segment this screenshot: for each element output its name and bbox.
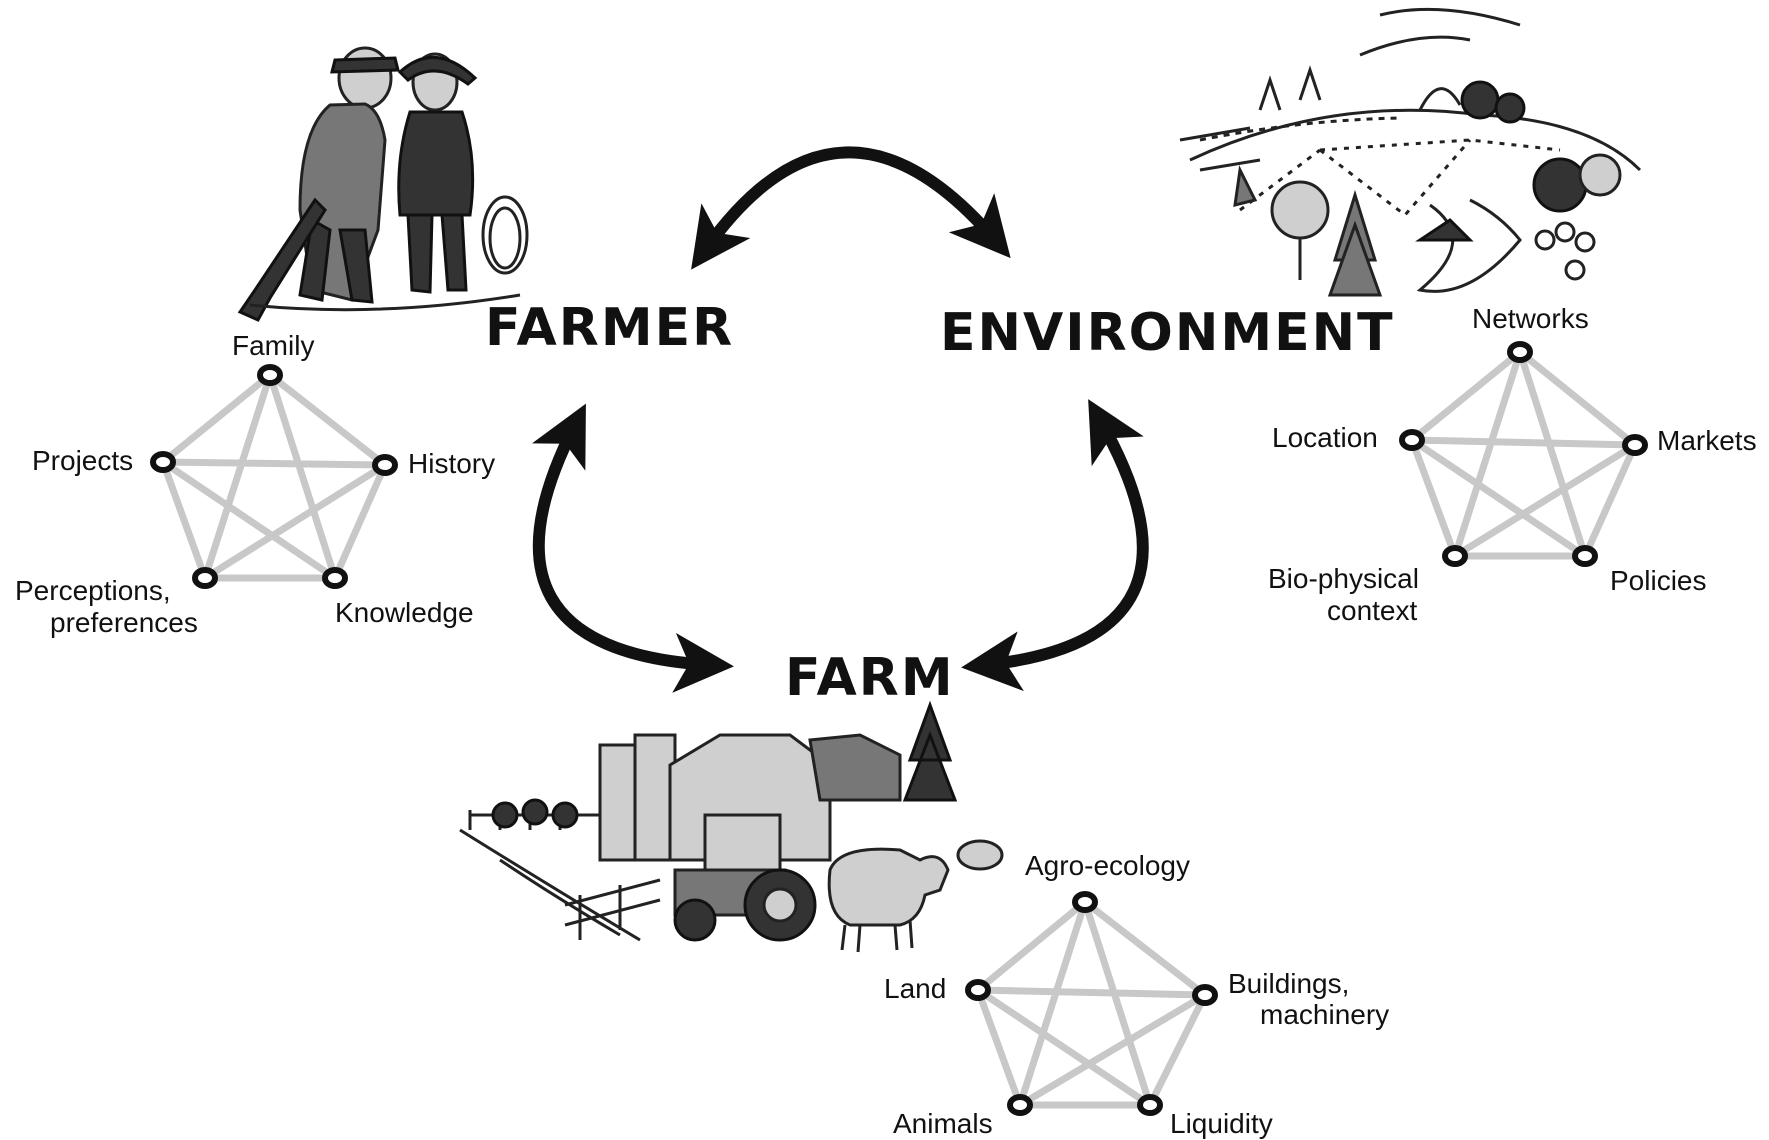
agroecology-label: Agro-ecology: [1025, 850, 1190, 881]
policies-label: Policies: [1610, 565, 1706, 596]
liquidity-node: [1137, 1094, 1163, 1116]
farmer-title: FARMER: [485, 298, 734, 358]
projects-label: Projects: [32, 445, 133, 476]
farm-star: Agro-ecology Buildings, machinery Liquid…: [884, 850, 1389, 1139]
buildings-label-line2: machinery: [1260, 999, 1389, 1030]
family-label: Family: [232, 330, 314, 361]
biophysical-label-line2: context: [1327, 595, 1417, 626]
agroecology-node: [1072, 891, 1098, 913]
perceptions-node: [192, 567, 218, 589]
landscape-illustration: [1179, 7, 1642, 297]
farmer-star-lines: [151, 363, 397, 587]
farm-tractor-cow-illustration: [459, 700, 1004, 953]
networks-node: [1507, 341, 1533, 363]
liquidity-label: Liquidity: [1170, 1108, 1273, 1139]
knowledge-node: [322, 567, 348, 589]
family-node: [257, 364, 283, 386]
markets-node: [1622, 434, 1648, 456]
farmer-couple-illustration: [237, 46, 529, 322]
arrow-farmer-environment: [691, 146, 1011, 270]
biophysical-node: [1442, 545, 1468, 567]
perceptions-label-line2: preferences: [50, 607, 198, 638]
buildings-node: [1192, 984, 1218, 1006]
policies-node: [1572, 545, 1598, 567]
biophysical-label-line1: Bio-physical: [1268, 563, 1419, 594]
location-node: [1399, 429, 1425, 451]
history-label: History: [408, 448, 495, 479]
farm-title: FARM: [785, 648, 955, 708]
environment-title: ENVIRONMENT: [940, 303, 1395, 363]
land-label: Land: [884, 973, 946, 1004]
arrow-farmer-farm: [531, 403, 734, 693]
markets-label: Markets: [1657, 425, 1757, 456]
history-node: [372, 454, 398, 476]
perceptions-label-line1: Perceptions,: [15, 575, 171, 606]
environment-star: Networks Markets Policies Bio-physical c…: [1268, 303, 1757, 626]
projects-node: [150, 451, 176, 473]
farmer-star: Family History Knowledge Perceptions, pr…: [15, 330, 495, 638]
networks-label: Networks: [1472, 303, 1589, 334]
animals-node: [1007, 1094, 1033, 1116]
environment-star-lines: [1400, 340, 1647, 565]
farm-star-lines: [966, 890, 1218, 1114]
land-node: [965, 979, 991, 1001]
location-label: Location: [1272, 422, 1378, 453]
buildings-label-line1: Buildings,: [1228, 968, 1349, 999]
animals-label: Animals: [893, 1108, 993, 1139]
arrow-environment-farm: [961, 399, 1149, 692]
knowledge-label: Knowledge: [335, 597, 474, 628]
